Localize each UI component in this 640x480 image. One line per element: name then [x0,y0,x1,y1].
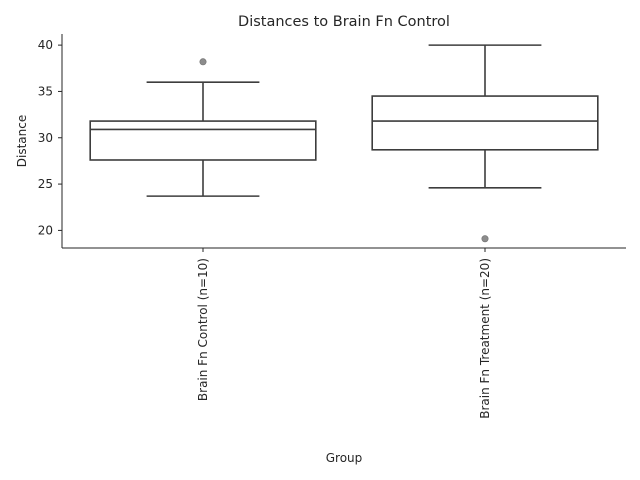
outlier-point [199,58,207,66]
y-tick-label: 25 [38,177,53,191]
box-group [371,44,599,243]
iqr-box [89,120,317,161]
chart-title: Distances to Brain Fn Control [238,14,450,30]
boxes-layer [89,44,599,243]
y-tick-label: 35 [38,84,53,98]
x-tick-label: Brain Fn Control (n=10) [196,258,210,401]
y-tick-labels: 20 25 30 35 40 [38,38,62,237]
box-group [89,58,317,197]
y-axis-label: Distance [15,115,29,167]
y-tick-label: 30 [38,131,53,145]
x-axis-label: Group [326,451,363,465]
y-tick-label: 40 [38,38,53,52]
x-tick-label: Brain Fn Treatment (n=20) [478,258,492,419]
x-tick-labels: Brain Fn Control (n=10) Brain Fn Treatmen… [196,248,492,419]
outlier-point [481,235,489,243]
y-tick-label: 20 [38,223,53,237]
iqr-box [371,95,599,151]
